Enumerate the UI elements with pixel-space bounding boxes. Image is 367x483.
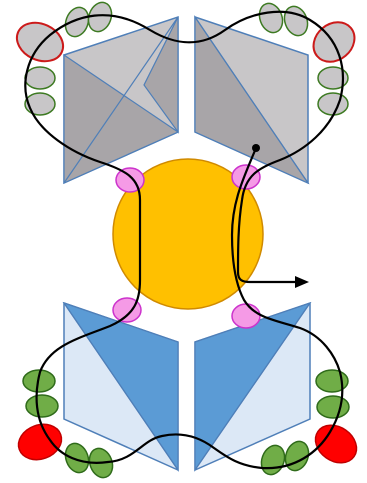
black-path-line xyxy=(24,10,344,470)
leaf-upper-left-3 xyxy=(24,66,56,90)
upper-left-panel-shade xyxy=(63,53,180,184)
upper-left-panel-shade-2 xyxy=(143,16,179,134)
leaf-lower-left-2 xyxy=(25,394,59,418)
path-arrow-head xyxy=(295,276,309,288)
leaf-upper-left-2 xyxy=(87,1,113,33)
lower-left-panel-diagonal xyxy=(63,302,179,471)
connector-top-right xyxy=(231,164,261,190)
connector-bottom-left xyxy=(112,297,142,323)
leaf-upper-left-1 xyxy=(64,6,90,38)
tip-lower-left xyxy=(17,423,63,461)
upper-left-panel xyxy=(63,15,180,185)
leaf-lower-right-3 xyxy=(260,444,286,476)
connector-bottom-right xyxy=(231,303,261,329)
path-start-dot xyxy=(252,144,260,152)
leaf-upper-right-2 xyxy=(283,5,309,37)
leaf-lower-right-2 xyxy=(316,395,350,419)
leaf-lower-left-3 xyxy=(64,442,90,474)
leaf-upper-right-3 xyxy=(317,66,349,90)
lower-right-panel-diagonal xyxy=(194,302,311,471)
leaf-upper-left-4 xyxy=(24,92,56,116)
lower-left-panel xyxy=(62,301,179,472)
upper-left-leaf-cluster xyxy=(15,1,113,116)
tip-lower-right xyxy=(314,424,358,464)
leaf-upper-right-4 xyxy=(317,92,349,116)
connector-top-left xyxy=(115,167,145,193)
tip-upper-left xyxy=(15,21,65,63)
lower-right-panel xyxy=(194,301,312,472)
leaf-upper-right-1 xyxy=(258,2,284,34)
central-sphere xyxy=(112,158,264,310)
